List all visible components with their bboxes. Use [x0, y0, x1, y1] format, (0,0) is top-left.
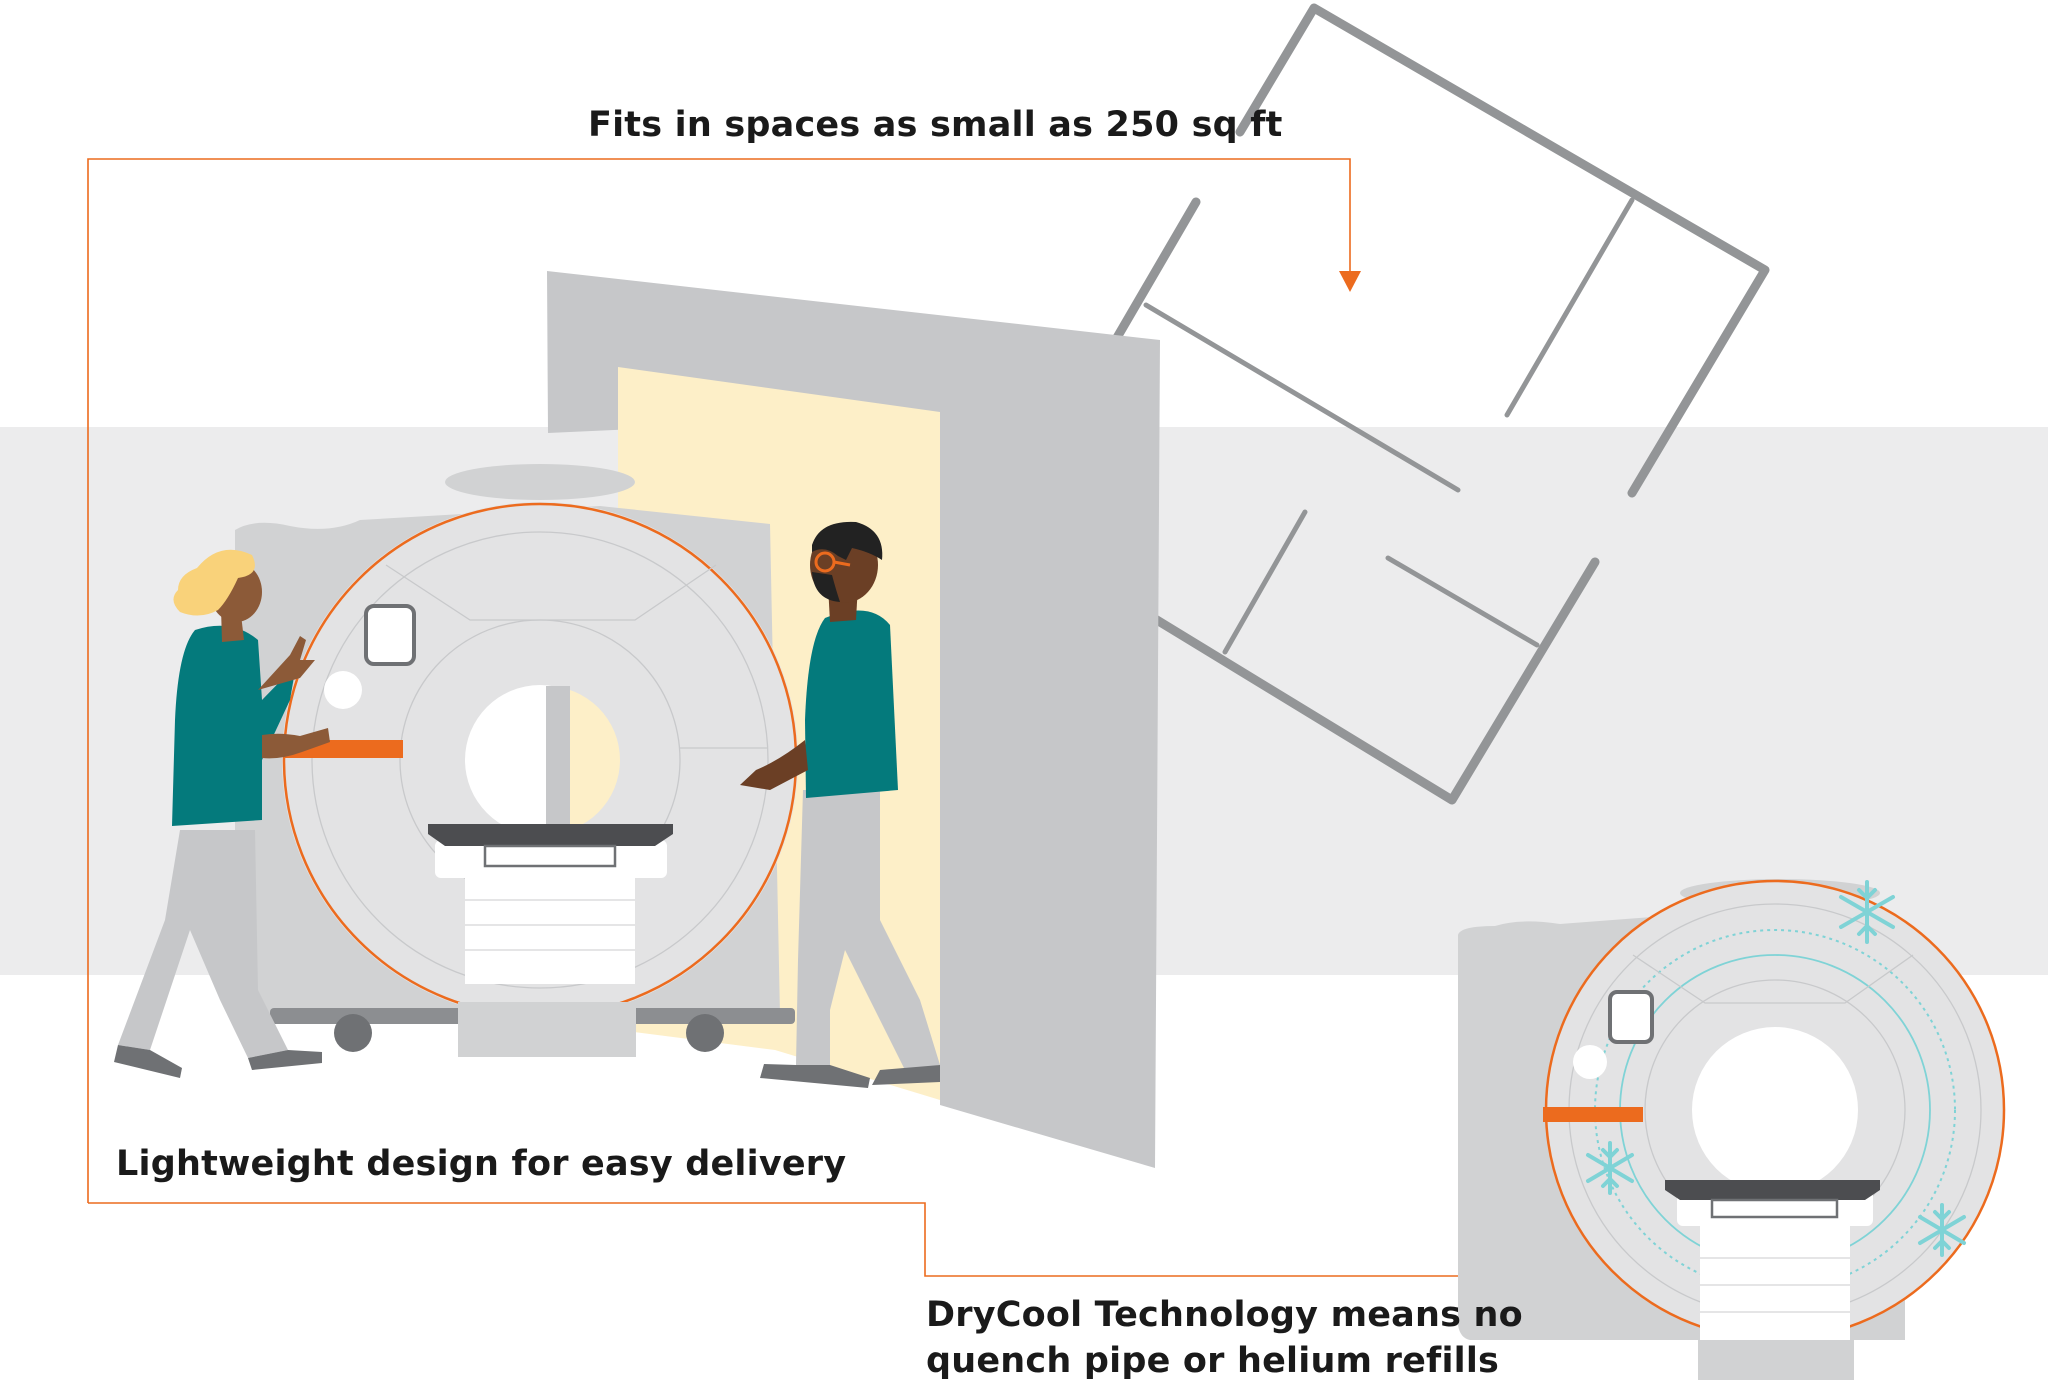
callout-lines [87, 158, 1543, 1277]
snowflake-icon [1918, 1203, 1966, 1257]
door-wall [547, 271, 1160, 1168]
caption-drycool-line-1: DryCool Technology means no [926, 1295, 1523, 1335]
main-mri-scanner [235, 464, 798, 1057]
caption-drycool: DryCool Technology means no quench pipe … [926, 1292, 1523, 1384]
caption-small-space: Fits in spaces as small as 250 sq ft [588, 105, 1283, 145]
snowflake-icon [1839, 880, 1895, 944]
callout-arrowhead [1339, 271, 1361, 292]
caption-drycool-line-2: quench pipe or helium refills [926, 1341, 1500, 1381]
technician-man [740, 521, 940, 1088]
caption-lightweight: Lightweight design for easy delivery [116, 1144, 847, 1184]
technician-woman [114, 549, 330, 1078]
drycool-mri-scanner [1458, 879, 2006, 1380]
snowflake-icon [1586, 1141, 1634, 1195]
